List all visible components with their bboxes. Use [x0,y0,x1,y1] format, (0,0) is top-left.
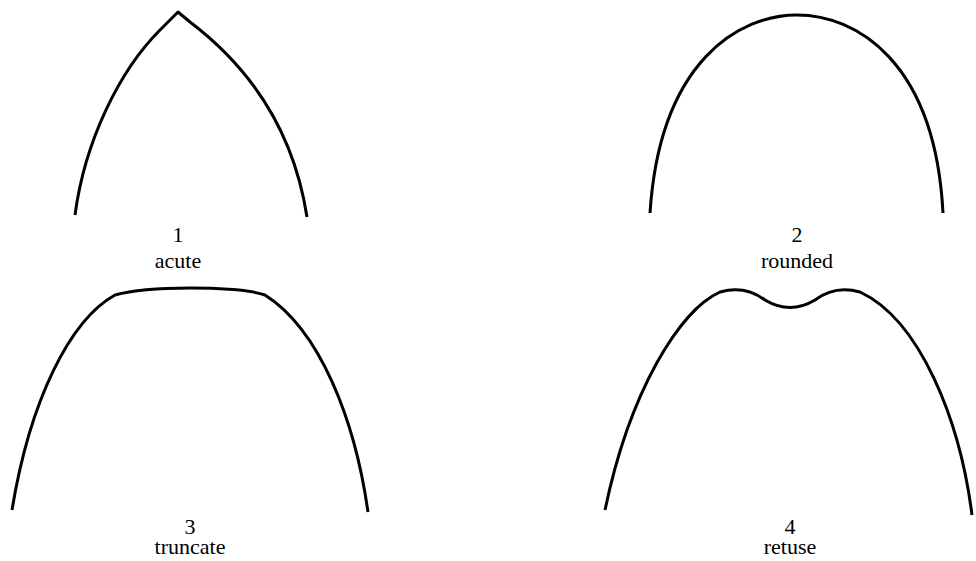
rounded-apex-outline [650,15,943,213]
acute-apex-outline [75,12,307,217]
callout-number: 2 [792,224,803,246]
callout-number: 4 [785,516,796,538]
shape-name: truncate [155,536,226,558]
retuse-apex-outline [605,290,972,515]
callout-number: 1 [173,224,184,246]
truncate-apex-outline [12,288,368,512]
shape-name: acute [155,250,201,272]
callout-number: 3 [185,516,196,538]
shape-name: rounded [761,250,833,272]
shape-name: retuse [764,536,817,558]
